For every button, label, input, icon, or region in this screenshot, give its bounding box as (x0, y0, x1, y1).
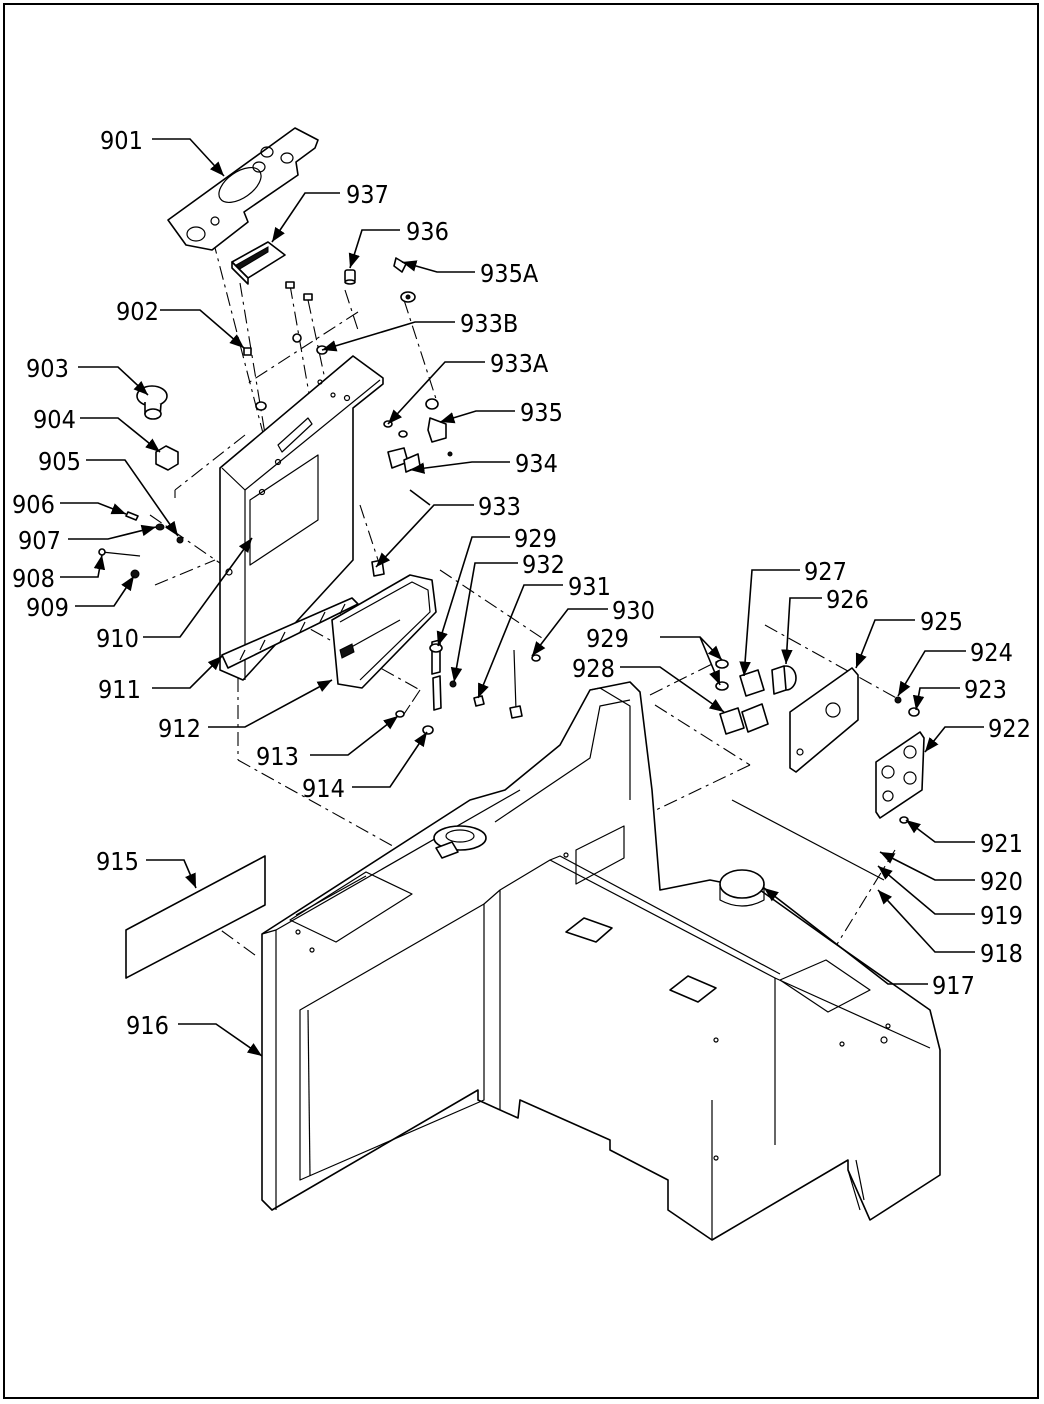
part-910-mounting-panel (219, 355, 384, 681)
label-925: 925 (920, 607, 963, 636)
label-919: 919 (980, 901, 1023, 930)
label-915: 915 (96, 847, 139, 876)
label-929-right: 929 (586, 624, 629, 653)
label-910: 910 (96, 624, 139, 653)
part-904-block (155, 445, 179, 471)
label-903: 903 (26, 354, 69, 383)
label-901: 901 (100, 126, 143, 155)
part-911-rail (221, 597, 359, 669)
part-933-934-935-switches (371, 398, 453, 577)
part-925-mounting-plate (789, 667, 859, 773)
label-933a: 933A (490, 349, 549, 378)
part-901-panel-plate (167, 127, 319, 251)
part-927-928-929-relays (715, 659, 769, 735)
label-908: 908 (12, 564, 55, 593)
part-929-930-931-932-rods (429, 639, 541, 719)
label-904: 904 (33, 405, 76, 434)
part-937-meter (231, 241, 286, 285)
label-921: 921 (980, 829, 1023, 858)
label-913: 913 (256, 742, 299, 771)
leader-lines (60, 138, 984, 1057)
label-920: 920 (980, 867, 1023, 896)
label-923: 923 (964, 675, 1007, 704)
label-906: 906 (12, 490, 55, 519)
label-934: 934 (515, 449, 558, 478)
part-912-enclosure (331, 574, 437, 689)
label-918: 918 (980, 939, 1023, 968)
label-930: 930 (612, 596, 655, 625)
label-932: 932 (522, 550, 565, 579)
label-907: 907 (18, 526, 61, 555)
label-924: 924 (970, 638, 1013, 667)
label-929-upper: 929 (514, 524, 557, 553)
part-926-motor (771, 665, 797, 695)
label-935a: 935A (480, 259, 539, 288)
label-936: 936 (406, 217, 449, 246)
label-926: 926 (826, 585, 869, 614)
part-903-knob (136, 385, 168, 420)
part-913-914-fasteners (395, 710, 434, 735)
label-935: 935 (520, 398, 563, 427)
label-937: 937 (346, 180, 389, 209)
label-911: 911 (98, 675, 141, 704)
label-914: 914 (302, 774, 345, 803)
part-labels: 901 937 936 935A 902 933B 903 933A 904 9… (12, 126, 1031, 1040)
label-905: 905 (38, 447, 81, 476)
part-916-cabinet (261, 681, 941, 1241)
fasteners-left (98, 511, 184, 579)
label-933b: 933B (460, 309, 518, 338)
label-917: 917 (932, 971, 975, 1000)
label-933: 933 (478, 492, 521, 521)
label-912: 912 (158, 714, 201, 743)
label-916: 916 (126, 1011, 169, 1040)
part-915-decal (125, 855, 266, 979)
part-922-switch-plate (875, 731, 925, 819)
label-928: 928 (572, 654, 615, 683)
label-927: 927 (804, 557, 847, 586)
label-931: 931 (568, 572, 611, 601)
label-909: 909 (26, 593, 69, 622)
label-902: 902 (116, 297, 159, 326)
label-922: 922 (988, 714, 1031, 743)
